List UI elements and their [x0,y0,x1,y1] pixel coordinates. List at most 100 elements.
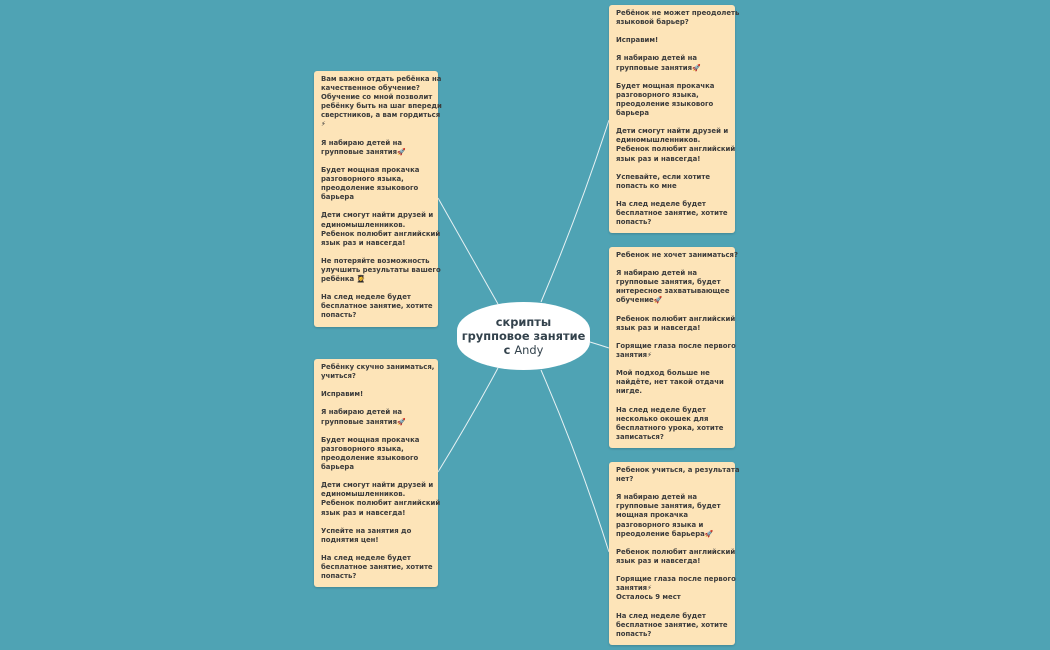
topic-text-line: барьера [616,109,650,118]
topic-text-line: попасть? [616,629,652,638]
topic-text-line [616,360,728,369]
topic-text-line: На след неделе будет [616,199,706,208]
topic-text-line [321,157,431,166]
central-title-line: групповое занятие [461,329,586,343]
topic-text-line: Ребенок полюбит английский [616,314,736,323]
topic-text-line [321,399,431,408]
topic-text-line: разговорного языка, [321,175,404,184]
topic-text-line: поднятия цен! [321,535,379,544]
topic-text-line: попасть? [321,572,357,581]
topic-text-line: групповые занятия, будет [616,502,721,511]
topic-text-line: На след неделе будет [616,611,706,620]
topic-text-line: Я набираю детей на [321,408,402,417]
topic-text-line: Не потеряйте возможность [321,256,430,265]
topic-text-line: языковой барьер? [616,18,689,27]
topic-text-line: Успевайте, если хотите [616,172,711,181]
topic-text-line: Ребенок полюбит английский [616,547,736,556]
topic-text-line [616,260,728,269]
central-topic[interactable]: скрипты групповое занятие с Andy [457,302,590,370]
topic-text-line: Будет мощная прокачка [321,165,420,174]
topic-text-line: Исправим! [616,36,659,45]
topic-text-line: Я набираю детей на [616,269,697,278]
central-title-name: Andy [514,343,544,357]
topic-text-line: язык раз и навсегда! [616,556,701,565]
topic-text-line: найдёте, нет такой отдачи [616,378,724,387]
topic-text-line [321,545,431,554]
connector-right-top [540,119,610,303]
topic-text-line: попасть? [616,218,652,227]
topic-right-middle[interactable]: Ребенок не хочет заниматься? Я набираю де… [609,247,738,448]
topic-text-line: Осталось 9 мест [616,593,681,602]
topic-text-line: попасть ко мне [616,181,677,190]
topic-text-line [616,333,728,342]
topic-text-line [321,202,431,211]
topic-text-line [321,381,431,390]
topic-text-line: нигде. [616,387,643,396]
topic-text-line: занятия⚡ [616,351,652,360]
topic-text-line: Горящие глаза после первого [616,575,736,584]
topic-text-line: Дети смогут найти друзей и [321,211,434,220]
topic-text-line: Я набираю детей на [321,138,402,147]
topic-text-line: улучшить результаты вашего [321,265,441,274]
topic-text-line [616,73,728,82]
topic-text-line [616,602,728,611]
topic-text-line: разговорного языка, [321,444,404,453]
topic-text-line: Вам важно отдать ребёнка на [321,75,442,83]
topic-text-line: разговорного языка и [616,520,704,529]
topic-text-line: бесплатного урока, хотите [616,423,724,432]
topic-text-line: Мой подход больше не [616,369,710,378]
topic-text-line [616,45,728,54]
topic-text-line [616,191,728,200]
topic-text-line: учиться? [321,372,356,381]
topic-text-line: преодоление барьера🚀 [616,529,714,538]
topic-text-line: Я набираю детей на [616,54,697,63]
topic-text-line: На след неделе будет [321,553,411,562]
topic-text-line: Будет мощная прокачка [321,435,420,444]
topic-text-line [616,397,728,406]
topic-text-line: язык раз и навсегда! [616,154,701,163]
topic-text-line: Ребенок не хочет заниматься? [616,251,738,259]
topic-text-line: попасть? [321,311,357,320]
topic-left-bottom[interactable]: Ребёнку скучно заниматься,учиться?Исправ… [314,359,440,587]
topic-text-line: Ребёнок не может преодолеть [616,9,740,17]
connector-left-bottom [437,367,499,473]
topic-text-line [616,484,728,493]
topic-text-line [616,539,728,548]
topic-text-line: Успейте на занятия до [321,526,412,535]
topic-text-line: преодоление языкового [321,184,419,193]
topic-text-line: единомышленников. [616,136,701,145]
topic-text-line: Ребенок полюбит английский [616,145,736,154]
topic-text-line: нет? [616,475,634,484]
topic-text-line [321,427,431,436]
topic-text-line [321,518,431,527]
topic-text-line [616,306,728,315]
topic-text-line: бесплатное занятие, хотите [321,302,433,311]
topic-text-line: Ребенок учиться, а результата [616,466,740,474]
topic-text-line: бесплатное занятие, хотите [616,209,728,218]
topic-text-line: групповые занятия🚀 [321,417,406,426]
connector-right-bottom [540,369,610,553]
connector-left-top [437,197,499,305]
topic-text-line: бесплатное занятие, хотите [321,563,433,572]
topic-text-line: ребёнка 👩‍🎓 [321,275,366,284]
topic-text-line [321,130,431,139]
topic-text-line: Ребенок полюбит английский [321,229,441,238]
topic-text-line: записаться? [616,432,664,441]
topic-text-line: сверстников, а вам гордиться [321,111,441,120]
topic-text-line: язык раз и навсегда! [321,508,406,517]
topic-text-line [616,118,728,127]
topic-text-line: ребёнку быть на шаг впереди [321,102,442,111]
topic-text-line: обучение🚀 [616,296,663,305]
topic-text-line: качественное обучение? [321,84,420,93]
topic-text-line: Дети смогут найти друзей и [321,481,434,490]
topic-text-line: разговорного языка, [616,90,699,99]
topic-text-line: язык раз и навсегда! [321,238,406,247]
topic-text-line [321,472,431,481]
topic-text-line [616,164,728,173]
topic-text-line: единомышленников. [321,220,406,229]
central-title-line: скрипты [495,315,552,329]
